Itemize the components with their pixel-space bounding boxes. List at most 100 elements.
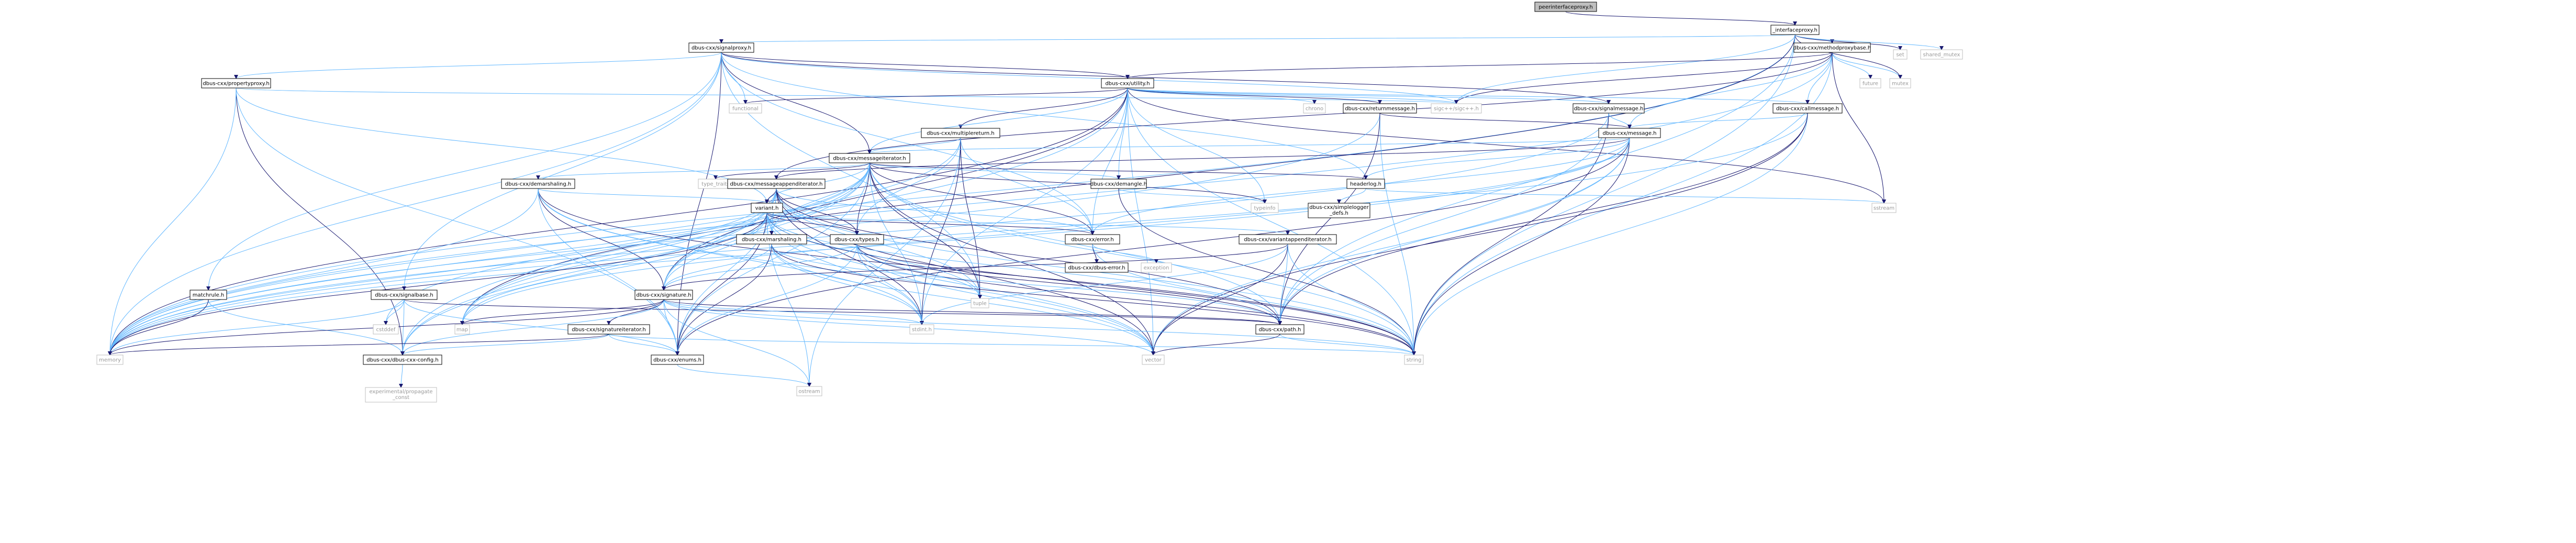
node-chrono-box [1303, 103, 1326, 114]
edge-variant-to-path [766, 212, 1282, 325]
node-type_traits-label: type_traits [701, 182, 729, 187]
node-callmsg[interactable]: dbus-cxx/callmessage.h [1772, 103, 1843, 114]
node-sigproxy[interactable]: dbus-cxx/signalproxy.h [688, 42, 754, 53]
edge-demarsh-to-stdint [538, 188, 924, 325]
node-callmsg-label: dbus-cxx/callmessage.h [1776, 106, 1839, 112]
node-exppc: experimental/propagate_const [365, 387, 437, 403]
edge-types-to-string [856, 243, 1416, 356]
node-matchrule[interactable]: matchrule.h [189, 290, 227, 300]
node-simplelogger[interactable]: dbus-cxx/simplelogger_defs.h [1308, 203, 1370, 218]
node-map-label: map [456, 327, 468, 333]
node-exppc-box [365, 387, 437, 403]
node-sstream: sstream [1871, 203, 1897, 213]
node-marshal-label: dbus-cxx/marshaling.h [742, 237, 801, 243]
node-demarsh[interactable]: dbus-cxx/demarshaling.h [501, 179, 575, 189]
node-varappiter-label: dbus-cxx/variantappenditerator.h [1244, 237, 1331, 243]
node-sigbase-box [371, 290, 438, 300]
edge-utility-to-sstream [1127, 87, 1886, 204]
edge-signature-to-string [663, 299, 1416, 356]
node-headerlog[interactable]: headerlog.h [1346, 179, 1385, 189]
node-utility[interactable]: dbus-cxx/utility.h [1101, 78, 1154, 88]
node-variant-box [751, 203, 783, 213]
node-sigiter[interactable]: dbus-cxx/signatureiterator.h [567, 324, 650, 335]
node-variant[interactable]: variant.h [751, 203, 783, 213]
node-msgappiter[interactable]: dbus-cxx/messageappenditerator.h [727, 179, 826, 189]
node-marshal[interactable]: dbus-cxx/marshaling.h [736, 234, 807, 245]
node-retmsg[interactable]: dbus-cxx/returnmessage.h [1343, 103, 1417, 114]
node-marshal-box [736, 234, 807, 245]
edge-propproxy-to-sigcxx [236, 87, 1458, 104]
edge-sigbase-to-config [400, 299, 405, 356]
edge-signature-to-config [400, 299, 664, 356]
edge-msgiter-to-tuple [869, 162, 982, 299]
edge-message-to-headerlog [1364, 137, 1630, 180]
edge-propproxy-to-memory [108, 87, 237, 356]
edge-layer [108, 11, 1944, 388]
node-headerlog-label: headerlog.h [1350, 182, 1381, 187]
node-message[interactable]: dbus-cxx/message.h [1598, 128, 1661, 138]
node-dbuserror[interactable]: dbus-cxx/dbus-error.h [1065, 262, 1129, 273]
edge-sigiter-to-string [608, 334, 1416, 356]
node-future-box [1859, 78, 1881, 88]
node-error[interactable]: dbus-cxx/error.h [1065, 234, 1120, 245]
node-typeinfo-box [1251, 203, 1279, 213]
node-error-label: dbus-cxx/error.h [1071, 237, 1113, 243]
node-sigmsg[interactable]: dbus-cxx/signalmessage.h [1573, 103, 1645, 114]
edge-msgappiter-to-memory [108, 188, 777, 356]
edge-multret-to-error [960, 137, 1095, 235]
node-sigmsg-box [1573, 103, 1645, 114]
node-methproxy[interactable]: dbus-cxx/methodproxybase.h [1793, 42, 1871, 53]
edge-multret-to-tuple [960, 137, 982, 299]
edge-signature-to-ostream [663, 299, 811, 387]
edge-utility-to-demangle [1117, 87, 1128, 180]
edge-utility-to-sigcxx [1127, 87, 1458, 104]
edge-marshal-to-string [771, 243, 1416, 356]
node-path[interactable]: dbus-cxx/path.h [1255, 324, 1304, 335]
edge-retmsg-to-memory [108, 113, 1380, 356]
node-propproxy[interactable]: dbus-cxx/propertyproxy.h [201, 78, 271, 88]
node-cstddef-label: cstddef [376, 327, 396, 333]
edge-multret-to-types [855, 137, 961, 235]
node-shared_mutex-box [1920, 49, 1963, 60]
node-signature[interactable]: dbus-cxx/signature.h [634, 290, 693, 300]
edge-message-to-vector [1151, 137, 1630, 356]
edge-signature-to-path [663, 299, 1282, 325]
edge-utility-to-signature [662, 87, 1128, 291]
edge-msgappiter-to-types [776, 188, 859, 235]
edge-variant-to-tuple [766, 212, 982, 299]
node-tuple-box [971, 298, 989, 308]
edge-propproxy-to-config [236, 87, 405, 356]
edge-msgappiter-to-error [776, 188, 1095, 235]
node-types[interactable]: dbus-cxx/types.h [830, 234, 884, 245]
edge-utility-to-chrono [1127, 87, 1317, 104]
edge-sigproxy-to-msgiter [721, 52, 872, 154]
node-iproxy[interactable]: _interfaceproxy.h [1770, 25, 1820, 35]
node-config[interactable]: dbus-cxx/dbus-cxx-config.h [363, 354, 442, 365]
node-sstream-box [1871, 203, 1897, 213]
node-enums[interactable]: dbus-cxx/enums.h [651, 354, 704, 365]
node-demangle[interactable]: dbus-cxx/demangle.h [1090, 179, 1147, 189]
node-multret[interactable]: dbus-cxx/multiplereturn.h [921, 128, 1000, 138]
node-root[interactable]: peerinterfaceproxy.h [1534, 2, 1597, 12]
node-memory-box [96, 354, 124, 365]
edge-message-to-map [460, 137, 1630, 325]
node-set: set [1893, 49, 1908, 60]
edge-callmsg-to-string [1412, 113, 1808, 356]
edge-sigproxy-to-sigbase [402, 52, 722, 291]
edge-utility-to-string [1127, 87, 1416, 356]
edge-utility-to-vector [1127, 87, 1155, 356]
node-sigbase[interactable]: dbus-cxx/signalbase.h [371, 290, 438, 300]
node-signature-label: dbus-cxx/signature.h [636, 293, 691, 298]
edge-propproxy-to-enums [236, 87, 679, 356]
node-dbuserror-box [1065, 262, 1129, 273]
node-msgiter[interactable]: dbus-cxx/messageiterator.h [829, 153, 910, 163]
edge-varappiter-to-vector [1151, 243, 1288, 356]
node-demarsh-label: dbus-cxx/demarshaling.h [505, 182, 571, 187]
node-chrono: chrono [1303, 103, 1326, 114]
edge-sigproxy-to-sigcxx [721, 52, 1458, 104]
node-varappiter[interactable]: dbus-cxx/variantappenditerator.h [1239, 234, 1337, 245]
edge-multret-to-msgiter [867, 137, 961, 154]
edge-demarsh-to-memory [108, 188, 539, 356]
node-iproxy-label: _interfaceproxy.h [1772, 28, 1817, 34]
